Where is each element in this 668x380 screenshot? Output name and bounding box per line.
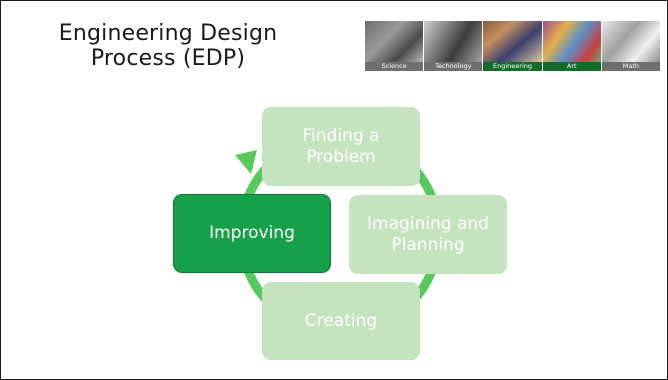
stem-banner: Science Technology Engineering Art Math xyxy=(365,21,661,71)
step-improving-label: Improving xyxy=(209,223,295,243)
banner-panel-math: Math xyxy=(600,21,661,71)
banner-photo-math xyxy=(601,21,661,62)
step-finding-a-problem-label: Finding a Problem xyxy=(302,125,380,167)
step-imagining-and-planning: Imagining and Planning xyxy=(349,195,507,274)
banner-panel-engineering: Engineering xyxy=(482,21,542,71)
banner-caption-engineering: Engineering xyxy=(483,62,542,71)
slide-title: Engineering Design Process (EDP) xyxy=(23,21,313,71)
banner-photo-art xyxy=(542,21,601,62)
banner-panel-technology: Technology xyxy=(423,21,483,71)
title-line-1: Engineering Design xyxy=(58,21,278,46)
step-improving: Improving xyxy=(173,194,331,273)
banner-photo-technology xyxy=(424,21,483,62)
banner-caption-art: Art xyxy=(542,62,601,71)
banner-panel-science: Science xyxy=(365,21,424,71)
banner-caption-science: Science xyxy=(365,62,424,71)
title-line-2: Process (EDP) xyxy=(90,46,246,71)
step-creating: Creating xyxy=(262,282,420,360)
banner-caption-technology: Technology xyxy=(424,62,483,71)
banner-photo-science xyxy=(365,21,424,62)
step-finding-a-problem: Finding a Problem xyxy=(262,107,420,186)
step-creating-label: Creating xyxy=(304,310,378,331)
step-imagining-and-planning-label: Imagining and Planning xyxy=(367,213,489,255)
cycle-arrowhead-icon xyxy=(235,150,257,174)
banner-caption-math: Math xyxy=(601,62,661,71)
banner-panel-art: Art xyxy=(541,21,601,71)
banner-photo-engineering xyxy=(483,21,542,62)
